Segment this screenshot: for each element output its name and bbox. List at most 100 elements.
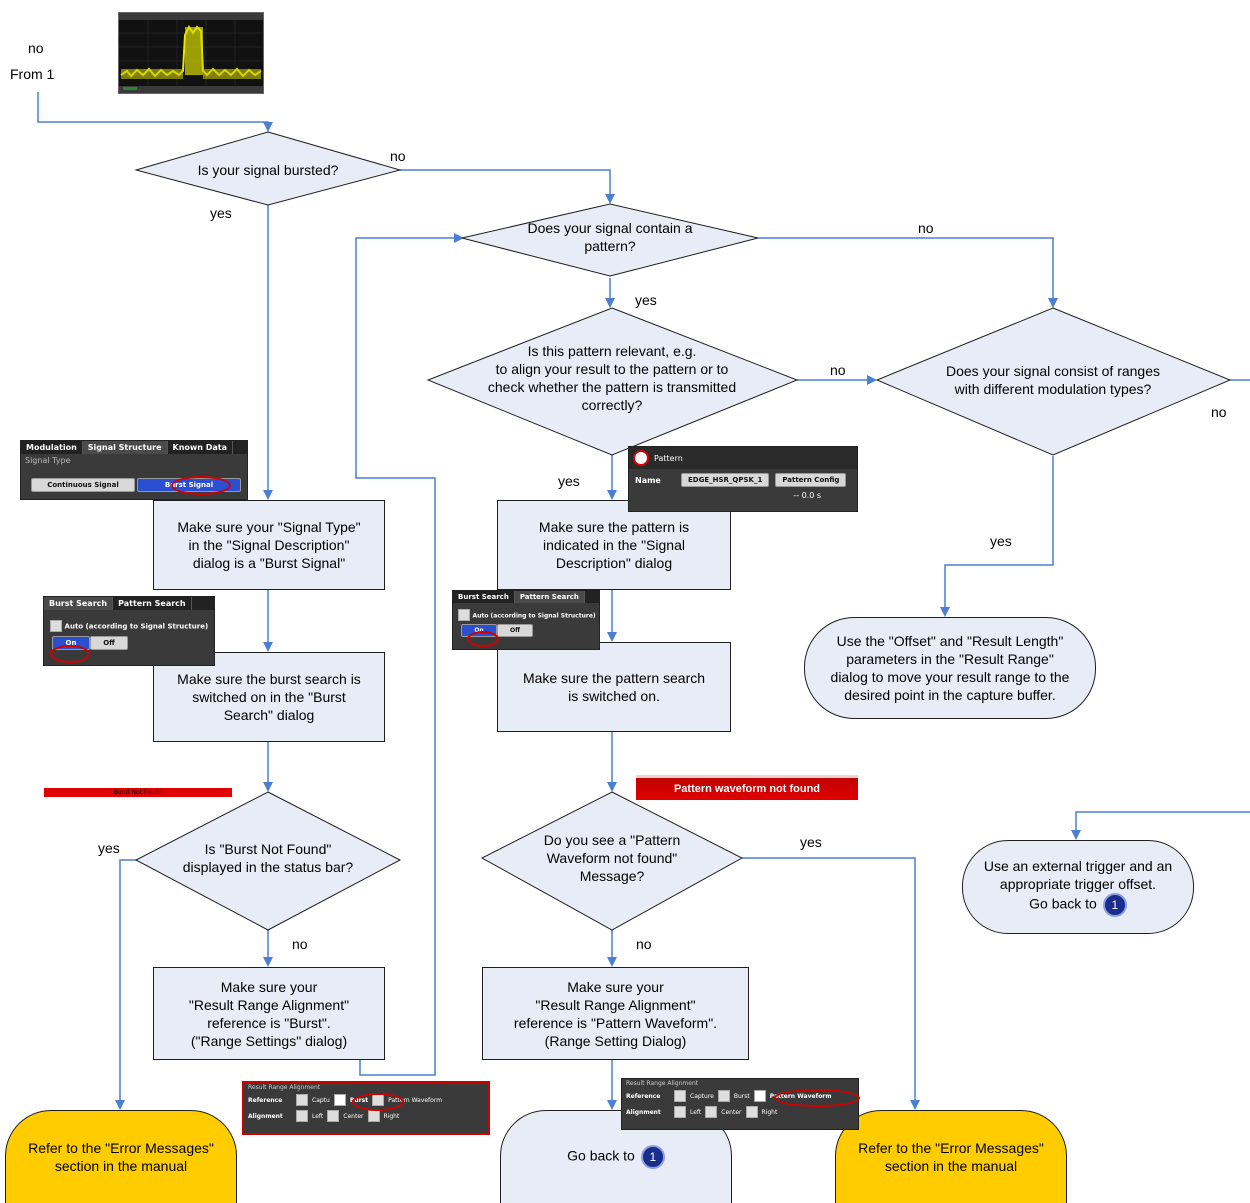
action-burst-align-line2: "Result Range Alignment" <box>188 996 350 1013</box>
action-pattern-indicated-line1: Make sure the pattern is <box>538 519 690 535</box>
pattern-config-button: Pattern Config <box>775 473 847 487</box>
spectrum-trace-icon <box>119 13 263 93</box>
terminal-offset-line4: desired point in the capture buffer. <box>844 687 1056 703</box>
decision-bursted-text: Is your signal bursted? <box>198 162 339 178</box>
decision-pnf-line1: Do you see a "Pattern <box>544 832 681 848</box>
off-button: Off <box>497 624 533 637</box>
decision-burst-not-found <box>134 791 402 931</box>
terminal-offset-line2: parameters in the "Result Range" <box>846 651 1054 667</box>
edge-yes-relevant: yes <box>558 473 580 489</box>
edge-no-pattern: no <box>918 220 934 236</box>
decision-relevant-line3: check whether the pattern is transmitted <box>488 379 736 395</box>
edge-yes-bursted: yes <box>210 205 232 221</box>
action-pattern-search-line2: is switched on. <box>568 688 660 704</box>
radio-icon <box>367 1110 380 1122</box>
decision-pattern-line2: pattern? <box>584 238 636 254</box>
terminal-offset: Use the "Offset" and "Result Length" par… <box>804 617 1096 719</box>
decision-pattern <box>461 203 759 277</box>
decision-bursted <box>134 131 402 206</box>
edge-yes-burst-nf: yes <box>98 840 120 856</box>
highlight-ring <box>467 631 499 647</box>
connector-align-loop <box>355 233 464 1076</box>
radio-selected-icon <box>333 1094 346 1106</box>
decision-relevant <box>426 307 799 456</box>
radio-icon <box>296 1094 308 1106</box>
top-no-label: no <box>28 40 44 56</box>
tab-burst-search: Burst Search <box>453 591 515 603</box>
rra-right-option: Right <box>761 1108 778 1116</box>
edge-yes-ranges: yes <box>990 533 1012 549</box>
rra-center-option: Center <box>343 1112 364 1120</box>
action-pattern-align-line3: reference is "Pattern Waveform". <box>513 1014 718 1031</box>
action-signal-type-line2: in the "Signal Description" <box>188 537 350 553</box>
rra-left-option: Left <box>312 1112 324 1120</box>
connector-pattern-no <box>758 237 1058 308</box>
radio-icon <box>296 1110 308 1122</box>
terminal-offset-line3: dialog to move your result range to the <box>830 669 1070 685</box>
action-signal-type-line1: Make sure your "Signal Type" <box>177 519 361 535</box>
rra-title: Result Range Alignment <box>248 1084 321 1091</box>
action-pattern-indicated: Make sure the pattern is indicated in th… <box>497 500 731 590</box>
burst-not-found-statusbar: Burst Not Found <box>44 788 232 797</box>
connector-trigger-in <box>1071 811 1250 840</box>
terminal-error-left-line2: section in the manual <box>54 1158 188 1174</box>
signal-type-label: Signal Type <box>25 456 71 465</box>
pattern-not-found-statusbar: Pattern waveform not found <box>636 775 858 800</box>
action-pattern-indicated-line2: indicated in the "Signal <box>543 537 685 553</box>
highlight-ring <box>50 645 90 663</box>
edge-no-bursted: no <box>390 148 406 164</box>
terminal-offset-line1: Use the "Offset" and "Result Length" <box>836 633 1064 649</box>
auto-label: Auto (according to Signal Structure) <box>472 612 596 620</box>
top-from-label: From 1 <box>10 66 55 82</box>
radio-selected-icon <box>753 1090 766 1102</box>
terminal-error-right: Refer to the "Error Messages" section in… <box>835 1110 1067 1203</box>
pattern-name-value: EDGE_HSR_QPSK_1 <box>681 473 770 487</box>
action-signal-type-line3: dialog is a "Burst Signal" <box>192 555 346 571</box>
rra-reference-label: Reference <box>248 1096 283 1104</box>
action-pattern-search-line1: Make sure the pattern search <box>522 670 706 686</box>
terminal-goback-text: Go back to <box>567 1147 635 1164</box>
pattern-icon <box>633 450 649 466</box>
rra-burst-option: Burst <box>733 1092 750 1100</box>
action-pattern-align: Make sure your "Result Range Alignment" … <box>482 967 749 1060</box>
edge-no-ranges: no <box>1211 404 1227 420</box>
spectrum-thumbnail <box>118 12 264 94</box>
terminal-trigger-line1: Use an external trigger and an <box>983 858 1173 874</box>
connector-pnf-yes <box>742 857 920 1110</box>
edge-no-relevant: no <box>830 362 846 378</box>
action-signal-type: Make sure your "Signal Type" in the "Sig… <box>153 500 385 590</box>
action-pattern-align-line2: "Result Range Alignment" <box>535 996 696 1013</box>
terminal-error-left-line1: Refer to the "Error Messages" <box>28 1140 214 1156</box>
burst-search-widget: Burst Search Pattern Search Auto (accord… <box>43 596 215 666</box>
signal-structure-widget: Modulation Signal Structure Known Data S… <box>20 440 248 500</box>
rra-right-option: Right <box>383 1112 400 1120</box>
action-pattern-search: Make sure the pattern search is switched… <box>497 642 731 732</box>
radio-icon <box>674 1090 686 1102</box>
action-burst-align-line4: ("Range Settings" dialog) <box>190 1032 348 1049</box>
connector-bursted-no <box>400 169 615 204</box>
tab-known-data: Known Data <box>168 441 234 454</box>
rra-center-option: Center <box>721 1108 742 1116</box>
connector-ranges-yes <box>940 456 1054 617</box>
terminal-trigger: Use an external trigger and an appropria… <box>962 840 1194 934</box>
edge-yes-pattern: yes <box>635 292 657 308</box>
decision-relevant-line1: Is this pattern relevant, e.g. <box>528 343 697 359</box>
tab-signal-structure: Signal Structure <box>82 441 168 454</box>
tab-pattern-search: Pattern Search <box>113 597 192 610</box>
radio-icon <box>717 1090 730 1102</box>
terminal-trigger-line2: appropriate trigger offset. <box>999 876 1157 892</box>
rra-pattern-widget: Result Range Alignment Reference Capture… <box>621 1078 860 1130</box>
action-burst-search-line3: Search" dialog <box>223 707 315 723</box>
number-one-icon: 1 <box>1102 893 1127 917</box>
radio-icon <box>327 1110 340 1122</box>
tab-pattern-search: Pattern Search <box>514 591 585 603</box>
terminal-error-right-line1: Refer to the "Error Messages" <box>858 1140 1044 1156</box>
decision-pattern-line1: Does your signal contain a <box>528 220 693 236</box>
pattern-config-widget: Pattern Name EDGE_HSR_QPSK_1 Pattern Con… <box>628 446 858 512</box>
decision-relevant-line4: correctly? <box>582 397 643 413</box>
action-burst-search-line1: Make sure the burst search is <box>177 671 361 687</box>
pattern-title: Pattern <box>654 453 683 463</box>
pattern-search-widget: Burst Search Pattern Search Auto (accord… <box>452 590 600 650</box>
edge-no-pattern-nf: no <box>636 936 652 952</box>
checkbox-icon <box>50 620 62 632</box>
